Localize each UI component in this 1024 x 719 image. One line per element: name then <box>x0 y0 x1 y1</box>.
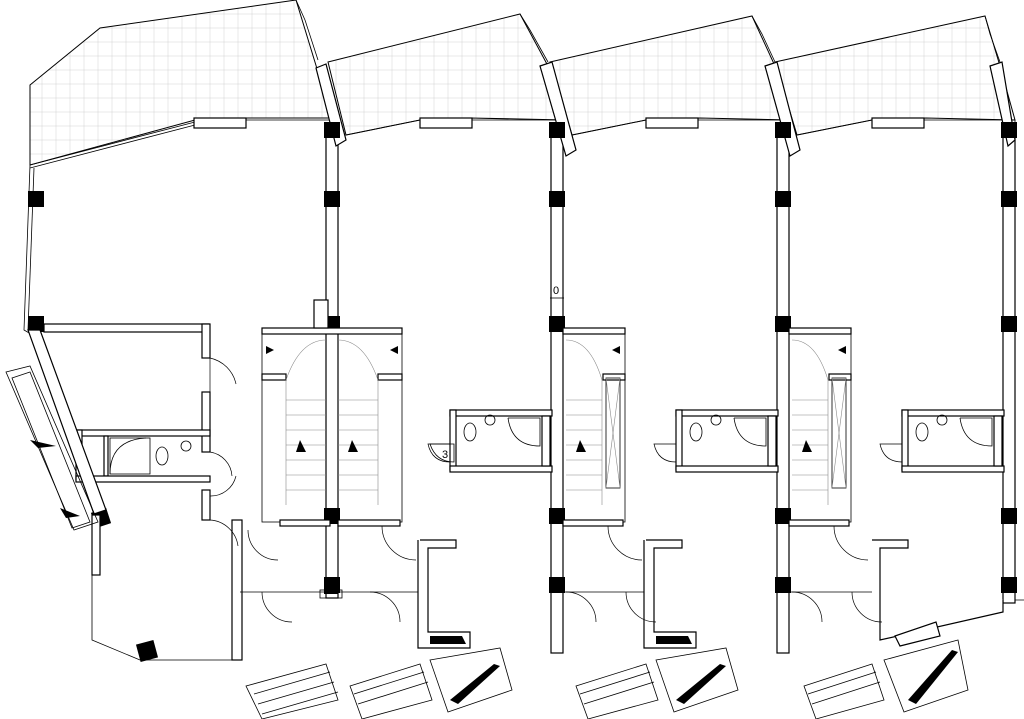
terrace-unit-3 <box>549 15 791 136</box>
stairs-unit-1-2 <box>261 327 403 527</box>
room-tag-3-text: 3 <box>442 449 448 461</box>
column <box>28 316 44 332</box>
column <box>775 316 791 332</box>
bathroom-unit-3 <box>653 409 779 473</box>
column <box>1001 508 1017 524</box>
stairs-unit-3 <box>562 327 626 527</box>
column <box>1001 316 1017 332</box>
entry-areas <box>240 525 1004 649</box>
room-tag-0-text: 0 <box>553 285 559 297</box>
column <box>775 508 791 524</box>
column <box>549 577 565 593</box>
column <box>324 191 340 207</box>
stairs-unit-4 <box>788 327 852 527</box>
terrace-unit-4 <box>774 15 1016 136</box>
column <box>549 122 565 138</box>
column <box>28 191 44 207</box>
facade-walls <box>23 119 1024 661</box>
column <box>549 316 565 332</box>
unit-1-balcony <box>5 329 107 531</box>
terrace-unit-2 <box>327 13 567 136</box>
terrace-railings <box>29 0 1001 169</box>
column <box>775 122 791 138</box>
wall-notch <box>313 299 329 329</box>
column <box>1001 191 1017 207</box>
unit-1-interior <box>43 323 243 661</box>
column <box>775 577 791 593</box>
bathroom-unit-4 <box>879 409 1005 473</box>
front-balconies <box>245 639 969 719</box>
column <box>1001 122 1017 138</box>
column <box>1001 577 1017 593</box>
balcony-railing-accents <box>450 650 958 704</box>
bathroom-unit-2 <box>427 409 553 473</box>
terrace-unit-1 <box>29 0 335 166</box>
top-windows <box>193 117 925 129</box>
room-tag-0: 0 <box>550 285 564 299</box>
column <box>135 639 159 663</box>
room-tag-3: 3 <box>429 443 455 463</box>
structural-columns <box>28 122 1017 663</box>
column <box>549 508 565 524</box>
column <box>324 122 340 138</box>
column <box>775 191 791 207</box>
column <box>549 191 565 207</box>
